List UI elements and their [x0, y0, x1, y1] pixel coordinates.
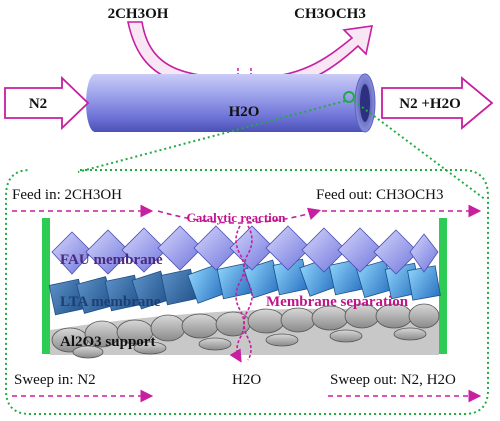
lta-membrane-layer: [48, 257, 441, 316]
fau-membrane-label: FAU membrane: [60, 252, 163, 268]
outlet-arrow: [381, 76, 494, 130]
zoom-callout: [5, 100, 489, 415]
feed-in-label: Feed in: 2CH3OH: [12, 187, 122, 203]
water-permeation-path: [229, 225, 253, 363]
sweep-in-label: Sweep in: N2: [14, 372, 96, 388]
membrane-separation-label: Membrane separation: [266, 294, 409, 310]
permeate-h2o-label: H2O: [232, 372, 261, 388]
membrane-tube: [86, 73, 376, 133]
lta-membrane-label: LTA membrane: [60, 294, 161, 310]
tube-h2o-label: H2O: [229, 104, 260, 120]
sweep-out-label: Sweep out: N2, H2O: [330, 372, 456, 388]
left-end-bar: [42, 218, 50, 354]
zoom-circle: [343, 91, 355, 103]
support-layer: [50, 303, 440, 359]
right-end-bar: [439, 218, 447, 354]
catalytic-reaction-label: Catalytic reaction: [186, 210, 286, 225]
inlet-arrow: [4, 75, 90, 131]
product-label: CH3OCH3: [294, 6, 366, 22]
reactant-label: 2CH3OH: [108, 6, 169, 22]
feed-flow: [12, 204, 482, 224]
feed-out-label: Feed out: CH3OCH3: [316, 187, 444, 203]
fau-membrane-layer: [51, 225, 439, 275]
inlet-label: N2: [29, 96, 47, 112]
support-label: Al2O3 support: [60, 334, 155, 350]
outlet-label: N2 +H2O: [399, 96, 460, 112]
